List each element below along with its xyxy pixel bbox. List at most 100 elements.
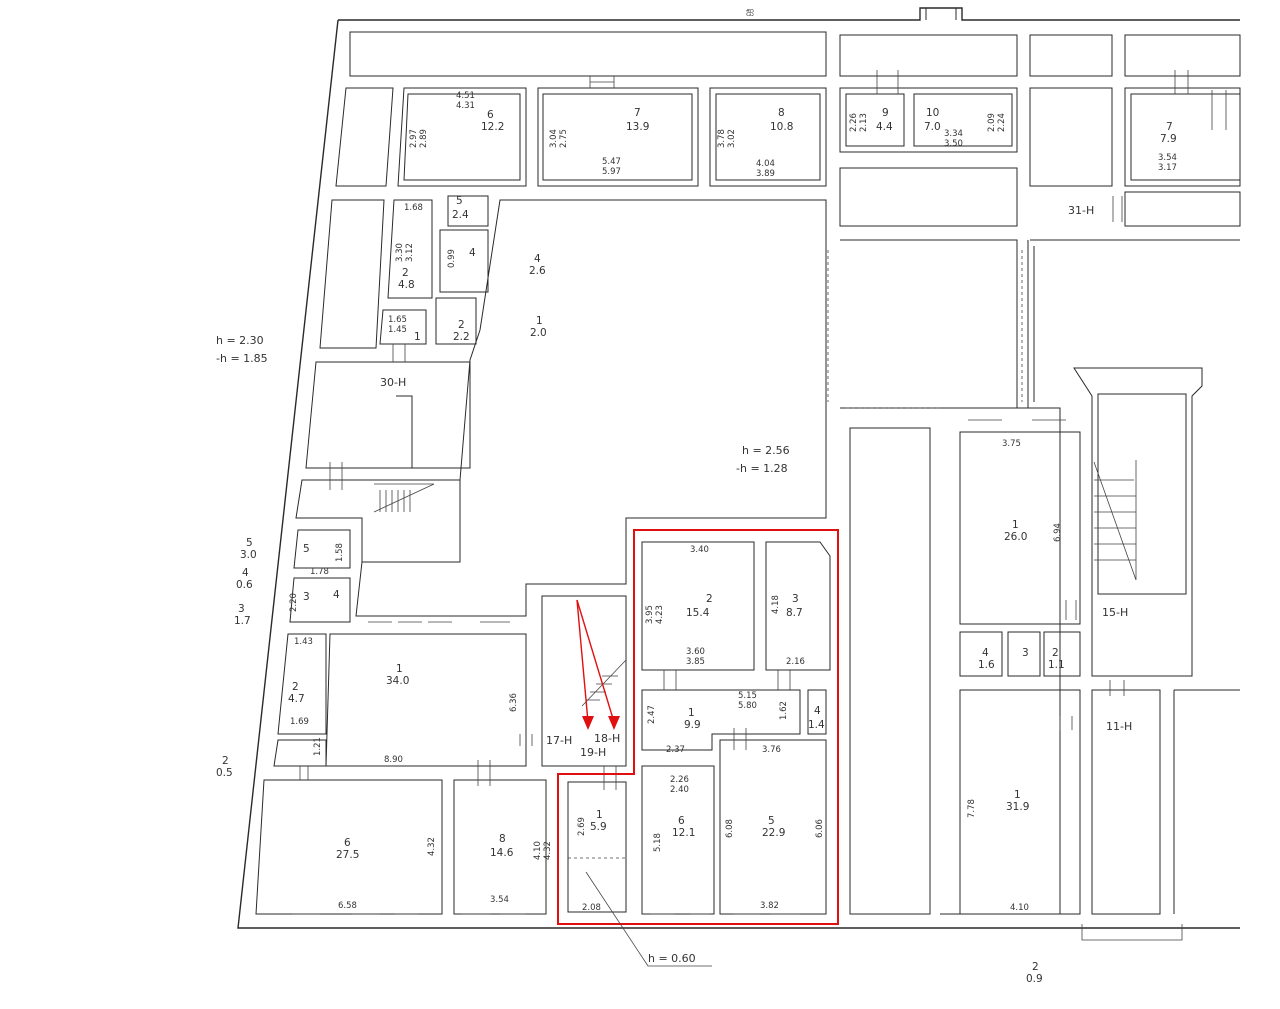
dimension: 3.95 bbox=[645, 605, 655, 624]
left-middle-rooms bbox=[295, 195, 827, 617]
corridor-label: 18-H bbox=[594, 732, 620, 745]
dimension: 2.26 bbox=[849, 113, 859, 132]
room-number: 5 bbox=[456, 195, 463, 207]
room-number: 4 bbox=[469, 247, 476, 259]
room-number: 2 bbox=[706, 593, 713, 605]
dimension: 3.76 bbox=[762, 745, 781, 755]
dimension: 4.10 bbox=[533, 841, 543, 860]
room-number: 2 bbox=[1032, 961, 1039, 973]
dimension: 1.45 bbox=[388, 325, 407, 335]
dimension: 3.85 bbox=[686, 657, 705, 667]
dimension: 3.50 bbox=[944, 139, 963, 149]
corridor-label: 30-H bbox=[380, 376, 406, 389]
room-number: 4 bbox=[982, 647, 989, 659]
room-area: 7.0 bbox=[924, 121, 941, 133]
dimension: 7.78 bbox=[967, 799, 977, 818]
room-number: 2 bbox=[458, 319, 465, 331]
highlight-arrows bbox=[576, 599, 620, 730]
room-area: 1.6 bbox=[978, 659, 995, 671]
room-area: 8.7 bbox=[786, 607, 803, 619]
room-area: 1.1 bbox=[1048, 659, 1065, 671]
room-area: 26.0 bbox=[1004, 531, 1027, 543]
room-area: 7.9 bbox=[1160, 133, 1177, 145]
dimension: 3.34 bbox=[944, 129, 963, 139]
dimension: 3.04 bbox=[549, 129, 559, 148]
room-number: 7 bbox=[1166, 121, 1173, 133]
highlighted-unit-rooms bbox=[567, 529, 831, 915]
dimension: 3.89 bbox=[756, 169, 775, 179]
corridor-label: 31-H bbox=[1068, 204, 1094, 217]
dimension: 5.18 bbox=[653, 833, 663, 852]
dimension: 4.32 bbox=[543, 841, 553, 860]
room-area: 15.4 bbox=[686, 607, 710, 619]
dimension: 3.12 bbox=[405, 243, 415, 262]
room-area: 12.2 bbox=[481, 121, 504, 133]
dimension: 6.58 bbox=[338, 901, 357, 911]
room-number: 8 bbox=[778, 107, 785, 119]
left-lower-rooms bbox=[255, 529, 547, 915]
room-area: 0.6 bbox=[236, 579, 253, 591]
room-number: 7 bbox=[634, 107, 641, 119]
dimension: 8.90 bbox=[384, 755, 403, 765]
dimension: 3.78 bbox=[717, 129, 727, 148]
height-label: -h = 1.85 bbox=[216, 352, 268, 365]
stair-block bbox=[519, 595, 627, 767]
room-area: 13.9 bbox=[626, 121, 649, 133]
dimension: 4.31 bbox=[456, 101, 475, 111]
room-number: 4 bbox=[333, 589, 340, 601]
dimension: 4.04 bbox=[756, 159, 775, 169]
corridor-label: 17-H bbox=[546, 734, 572, 747]
room-area: 12.1 bbox=[672, 827, 695, 839]
room-area: 31.9 bbox=[1006, 801, 1029, 813]
corridor-label: 15-H bbox=[1102, 606, 1128, 619]
dimension: 3.60 bbox=[686, 647, 705, 657]
room-number: 1 bbox=[1014, 789, 1021, 801]
corridor-label: 11-H bbox=[1106, 720, 1132, 733]
dimension: 4.18 bbox=[771, 595, 781, 614]
dimension: 3.54 bbox=[1158, 153, 1177, 163]
dimension: 2.69 bbox=[577, 817, 587, 836]
dimension: 1.78 bbox=[310, 567, 329, 577]
room-area: 10.8 bbox=[770, 121, 793, 133]
room-area: 0.9 bbox=[1026, 973, 1043, 985]
room-number: 10 bbox=[926, 107, 939, 119]
room-number: 5 bbox=[768, 815, 775, 827]
dimension: 5.80 bbox=[738, 701, 757, 711]
dimension: 2.37 bbox=[666, 745, 685, 755]
dimension: 3.02 bbox=[727, 129, 737, 148]
building-outline bbox=[237, 7, 1241, 929]
room-number: 8 bbox=[499, 833, 506, 845]
dimension: 2.20 bbox=[289, 593, 299, 612]
room-number: 3 bbox=[1022, 647, 1029, 659]
room-area: 0.5 bbox=[216, 767, 233, 779]
room-area: 4.8 bbox=[398, 279, 415, 291]
room-number: 2 bbox=[292, 681, 299, 693]
highlight-outline bbox=[557, 529, 839, 925]
room-area: 2.4 bbox=[452, 209, 469, 221]
room-number: 1 bbox=[688, 707, 695, 719]
dimension: 2.89 bbox=[419, 129, 429, 148]
dimension: 1.65 bbox=[388, 315, 407, 325]
dimension: 3.40 bbox=[690, 545, 709, 555]
top-rooms bbox=[335, 70, 1241, 227]
room-area: 5.9 bbox=[590, 821, 607, 833]
room-number: 9 bbox=[882, 107, 889, 119]
room-number: 3 bbox=[303, 591, 310, 603]
dimension: 3.30 bbox=[395, 243, 405, 262]
right-rooms bbox=[959, 239, 1240, 941]
room-area: 1.7 bbox=[234, 615, 251, 627]
dimension: 6.36 bbox=[509, 693, 519, 712]
room-number: 2 bbox=[1052, 647, 1059, 659]
room-number: 1 bbox=[414, 331, 421, 343]
dimension: 2.13 bbox=[859, 113, 869, 132]
room-number: 6 bbox=[344, 837, 351, 849]
room-number: 1 bbox=[536, 315, 543, 327]
dimension: 2.24 bbox=[997, 113, 1007, 132]
room-number: 1 bbox=[596, 809, 603, 821]
dimension: 4.32 bbox=[427, 837, 437, 856]
room-number: 4 bbox=[242, 567, 249, 579]
height-label: -h = 1.28 bbox=[736, 462, 788, 475]
dimension: 2.16 bbox=[786, 657, 805, 667]
room-area: 3.0 bbox=[240, 549, 257, 561]
room-number: 1 bbox=[396, 663, 403, 675]
